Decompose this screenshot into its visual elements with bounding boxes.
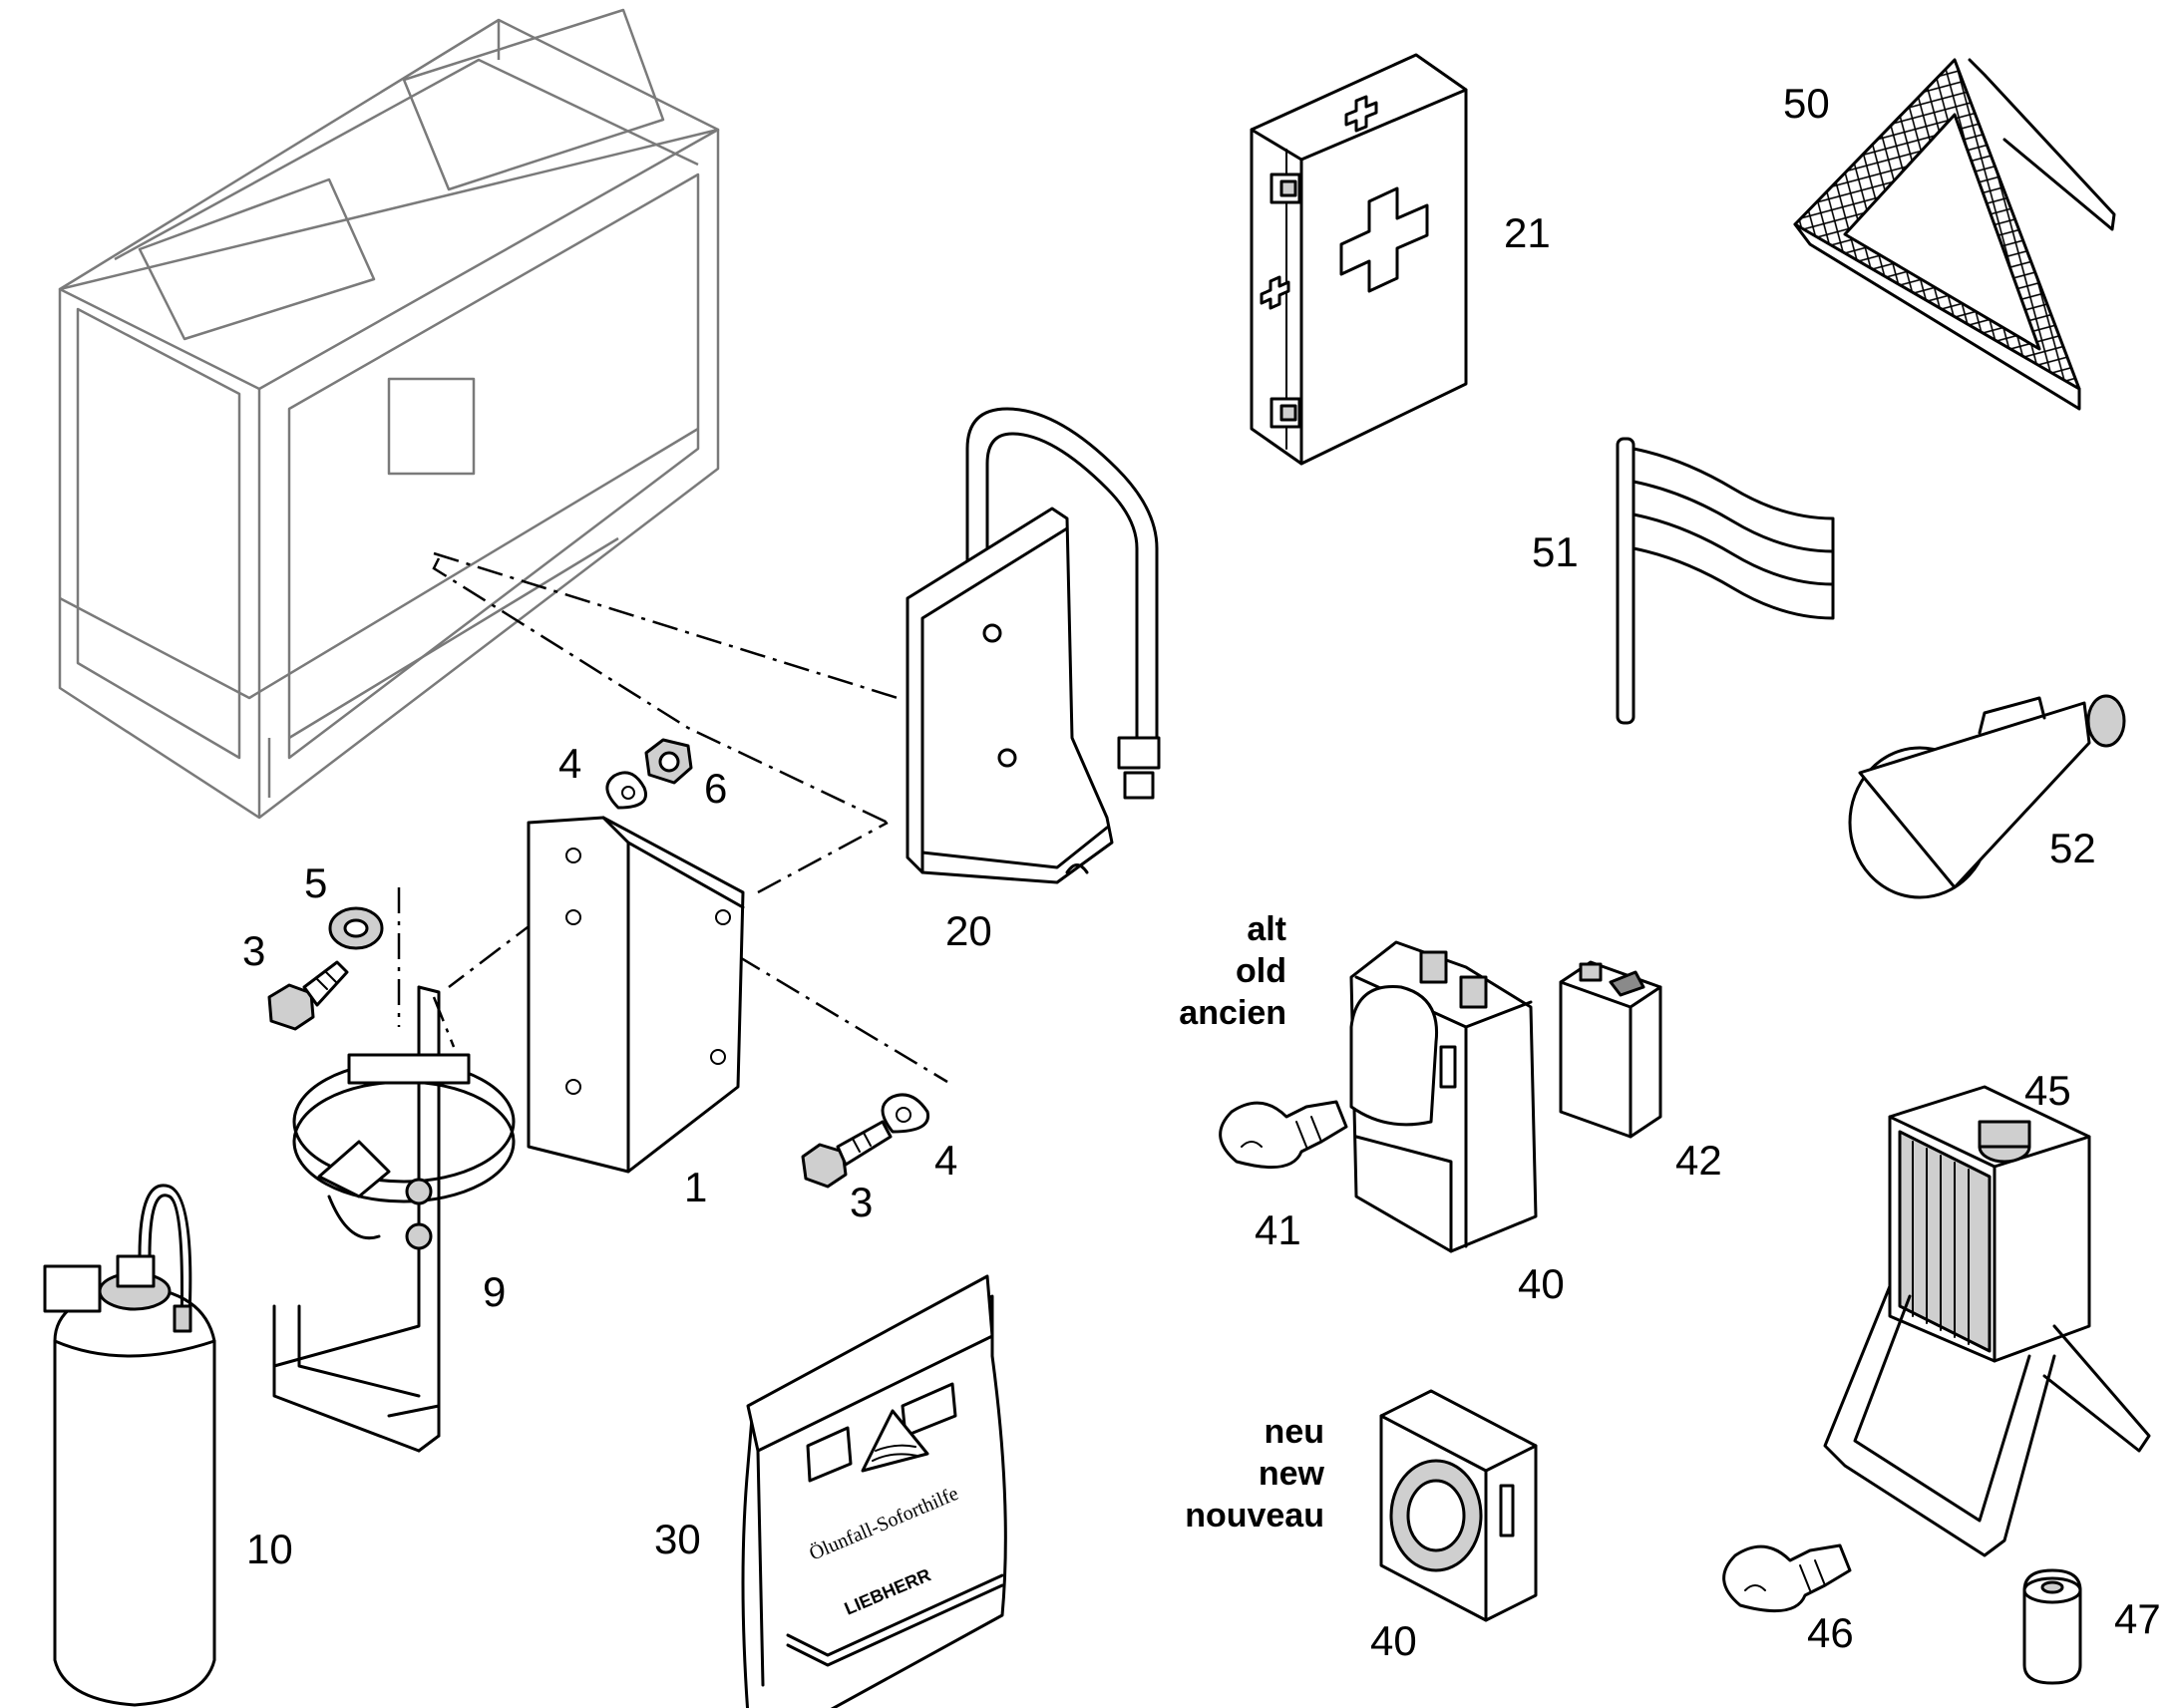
label-part-9: 9	[483, 1268, 506, 1315]
bulb-part-41	[1219, 1100, 1348, 1170]
battery-cell-part-47	[2022, 1568, 2082, 1685]
label-old-de: alt	[1247, 910, 1286, 948]
bracket-plate-part-1	[527, 816, 745, 1174]
label-part-52: 52	[2049, 825, 2096, 871]
label-part-50: 50	[1783, 80, 1830, 127]
battery-part-42	[1559, 960, 1662, 1139]
mounting-bracket-part-20	[906, 407, 1161, 884]
oil-spill-kit-part-30: Ölunfall-Soforthilfe LIEBHERR	[741, 1274, 1007, 1708]
holder-part-9	[272, 985, 516, 1453]
flag-part-51	[1616, 437, 1835, 725]
label-part-47: 47	[2114, 1595, 2161, 1642]
label-part-4-top: 4	[558, 740, 581, 787]
nut-part-6	[644, 738, 693, 785]
label-part-4-right: 4	[934, 1137, 957, 1184]
label-part-40-new: 40	[1370, 1617, 1417, 1664]
bolt-part-3-left	[267, 960, 349, 1031]
bulb-part-46	[1722, 1543, 1852, 1613]
label-part-3-right: 3	[850, 1179, 873, 1225]
label-new-en: new	[1259, 1455, 1325, 1493]
label-part-21: 21	[1504, 209, 1551, 256]
megaphone-part-52	[1848, 694, 2126, 899]
label-part-40-old: 40	[1518, 1260, 1565, 1307]
label-part-5: 5	[304, 859, 327, 906]
flashlight-old-part-40	[1349, 940, 1538, 1253]
label-part-42: 42	[1675, 1137, 1722, 1184]
label-part-6: 6	[704, 765, 727, 812]
label-part-51: 51	[1532, 528, 1579, 575]
lamp-new-part-40	[1379, 1389, 1538, 1622]
label-new-de: neu	[1265, 1413, 1324, 1451]
label-part-30: 30	[654, 1516, 701, 1562]
label-part-3-left: 3	[242, 927, 265, 974]
lock-washer-part-4	[605, 771, 647, 810]
lock-washer-part-4-right	[881, 1093, 930, 1134]
warning-lamp-part-45	[1823, 1085, 2151, 1557]
label-part-46: 46	[1807, 1609, 1854, 1656]
first-aid-kit-part-21	[1250, 53, 1468, 466]
label-old-en: old	[1236, 952, 1286, 990]
fire-extinguisher-part-10	[43, 1184, 216, 1707]
label-part-20: 20	[945, 907, 992, 954]
label-part-45: 45	[2024, 1067, 2071, 1114]
version-labels: alt old ancien neu new nouveau	[1179, 910, 1324, 1535]
warning-triangle-part-50	[1793, 58, 2116, 411]
label-part-10: 10	[246, 1526, 293, 1572]
label-new-fr: nouveau	[1185, 1497, 1324, 1535]
label-part-41: 41	[1255, 1206, 1301, 1253]
operator-cab	[58, 8, 720, 820]
label-old-fr: ancien	[1179, 994, 1286, 1032]
label-part-1: 1	[684, 1164, 707, 1210]
washer-part-5	[328, 906, 384, 950]
part-number-labels: 1 3 3 4 4 5 6 9 10 20 21 30 40 40 41 42 …	[242, 80, 2161, 1664]
bolt-part-3-right	[801, 1120, 893, 1189]
